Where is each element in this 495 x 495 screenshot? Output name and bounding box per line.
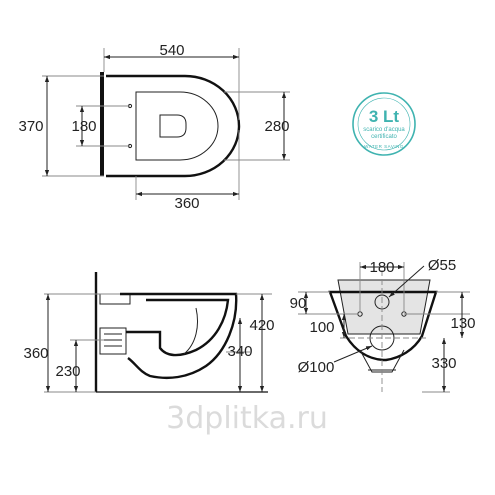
badge-line1: scarico d'acqua <box>363 127 405 133</box>
top-view: 540 360 370 180 280 <box>18 42 290 212</box>
dim-side-height: 360 <box>23 345 48 362</box>
dim-top-bowl: 280 <box>264 118 289 135</box>
dim-front-fixing-offset: 130 <box>450 315 475 332</box>
top-wall-plate <box>100 72 104 176</box>
side-body-outline <box>120 292 238 380</box>
side-view: 360 230 420 340 <box>23 272 275 393</box>
side-trap <box>183 307 198 355</box>
dim-side-rim: 420 <box>249 317 274 334</box>
side-bracket <box>99 293 131 305</box>
top-body-outline <box>106 74 241 178</box>
top-bowl-outline <box>135 91 219 161</box>
dim-top-fixing: 180 <box>71 118 96 135</box>
dim-front-fixing: 180 <box>369 259 394 276</box>
badge-line2: certificato <box>371 134 397 140</box>
dim-top-length: 540 <box>159 42 184 59</box>
side-bowl-inner <box>126 298 230 357</box>
dim-front-vertical: 330 <box>431 355 456 372</box>
dim-top-depth: 360 <box>174 195 199 212</box>
side-bracket <box>99 327 127 355</box>
front-view: 180 Ø55 90 100 130 330 Ø100 <box>290 257 476 393</box>
dim-top-width: 370 <box>18 118 43 135</box>
water-saving-badge: 3 Lt scarico d'acqua certificato WATER S… <box>352 92 416 156</box>
front-body-outline <box>328 290 438 362</box>
top-seat-cutout <box>159 114 187 138</box>
watermark: 3dplitka.ru <box>166 401 328 436</box>
dim-side-outlet: 230 <box>55 363 80 380</box>
dim-front-inlet-dia: Ø100 <box>298 359 335 376</box>
dim-front-outlet-dia: Ø55 <box>428 257 456 274</box>
badge-volume: 3 Lt <box>369 107 400 126</box>
dim-front-fixing-height: 90 <box>290 295 307 312</box>
dim-front-inlet-offset: 100 <box>309 319 334 336</box>
dim-side-bowl: 340 <box>227 343 252 360</box>
badge-ring-text: WATER SAVING <box>364 144 404 149</box>
